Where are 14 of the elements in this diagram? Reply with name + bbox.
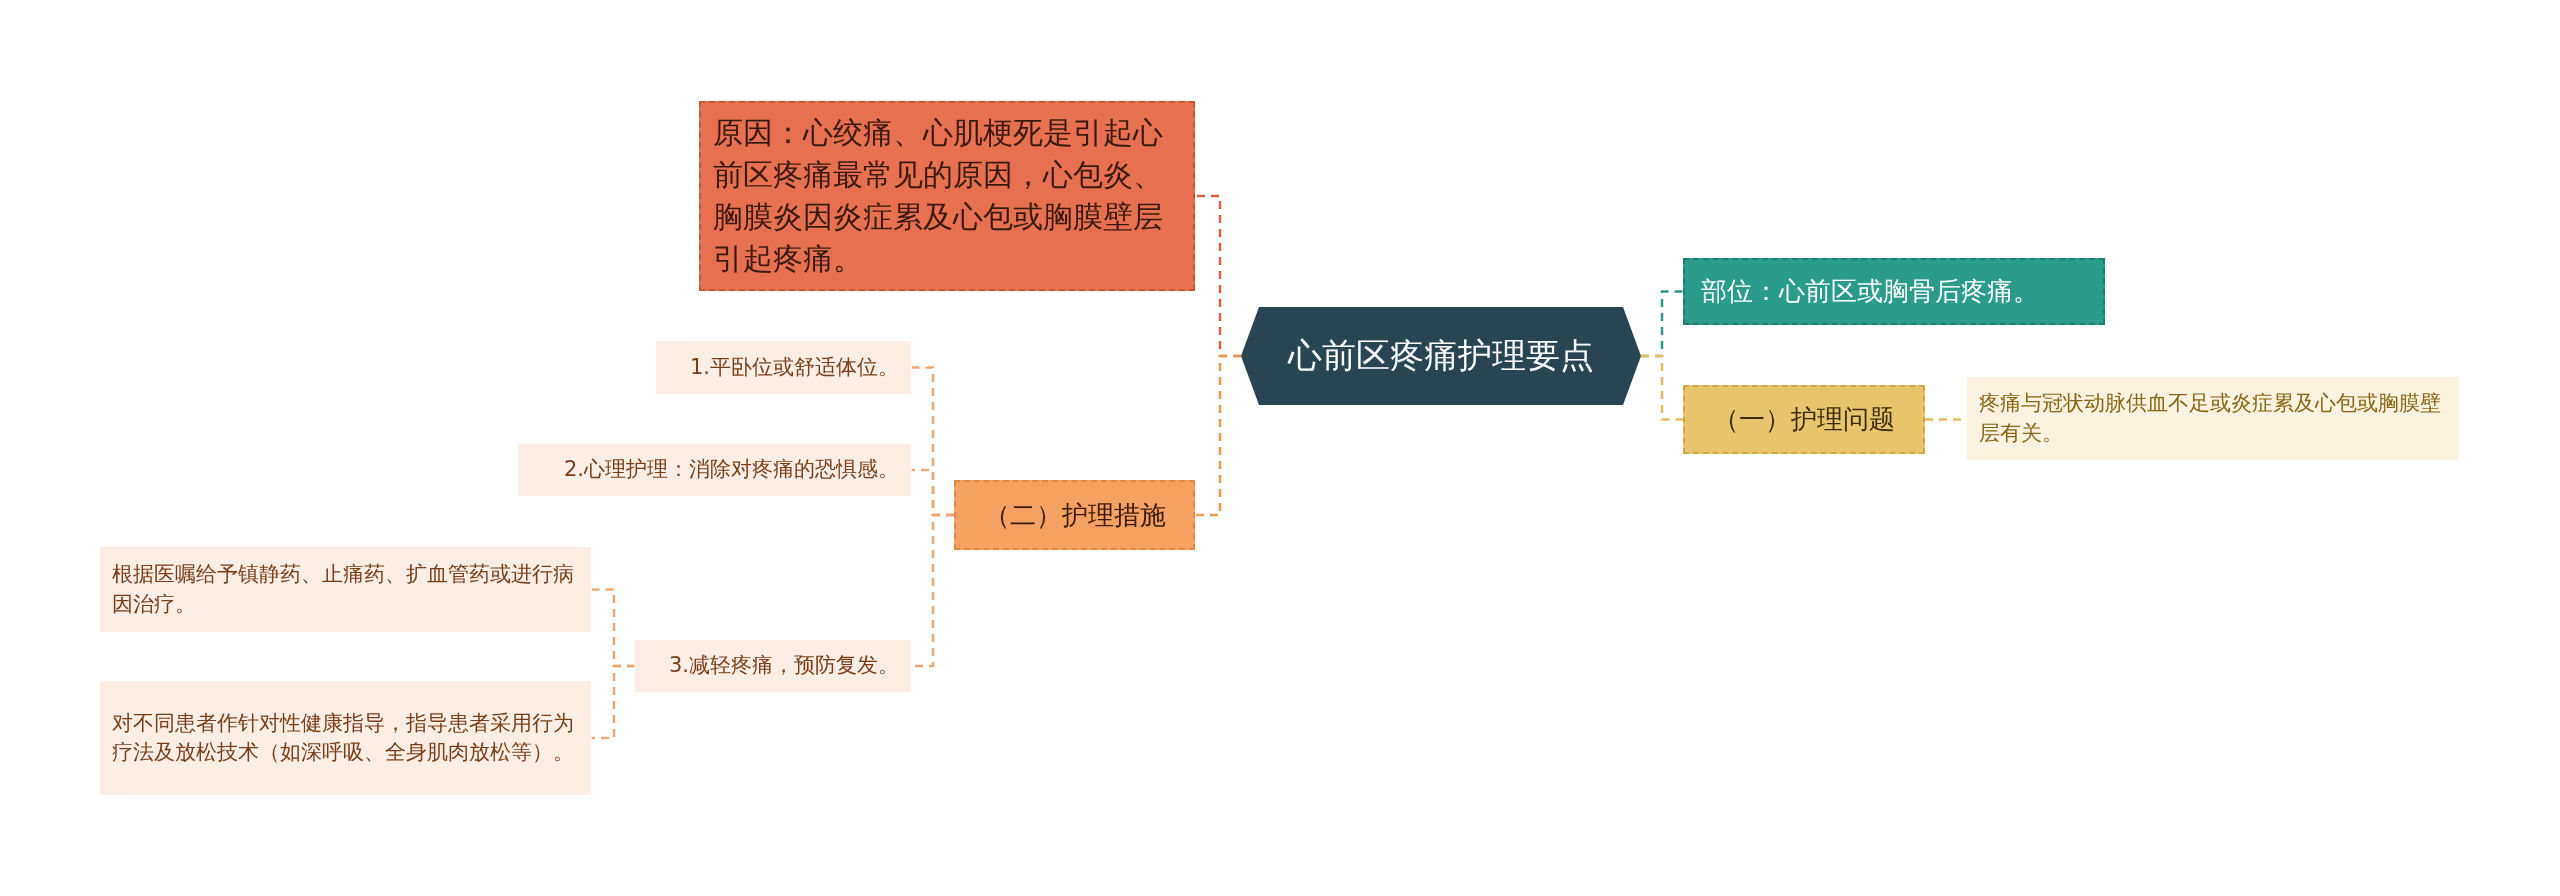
connector-line [1641, 354, 1683, 421]
topic-box: 原因：心绞痛、心肌梗死是引起心前区疼痛最常见的原因，心包炎、胸膜炎因炎症累及心包或胸膜壁层引起疼痛。 [699, 101, 1195, 291]
central-topic-hexagon: 心前区疼痛护理要点 [1241, 307, 1641, 405]
connector-line [591, 664, 635, 740]
subtopic-box: 对不同患者作针对性健康指导，指导患者采用行为疗法及放松技术（如深呼吸、全身肌肉放松等）。 [100, 681, 591, 795]
topic-box: 部位：心前区或胸骨后疼痛。 [1683, 258, 2105, 325]
subtopic-box: 根据医嘱给予镇静药、止痛药、扩血管药或进行病因治疗。 [100, 547, 591, 632]
subtopic-box: 疼痛与冠状动脉供血不足或炎症累及心包或胸膜壁层有关。 [1967, 377, 2459, 460]
subtopic-box: 3.减轻疼痛，预防复发。 [635, 640, 911, 692]
topic-box: （一）护理问题 [1683, 385, 1925, 454]
subtopic-box: 2.心理护理：消除对疼痛的恐惧感。 [518, 444, 911, 496]
topic-box: （二）护理措施 [954, 480, 1195, 550]
connector-line [1195, 354, 1241, 517]
subtopic-box: 1.平卧位或舒适体位。 [656, 341, 911, 394]
